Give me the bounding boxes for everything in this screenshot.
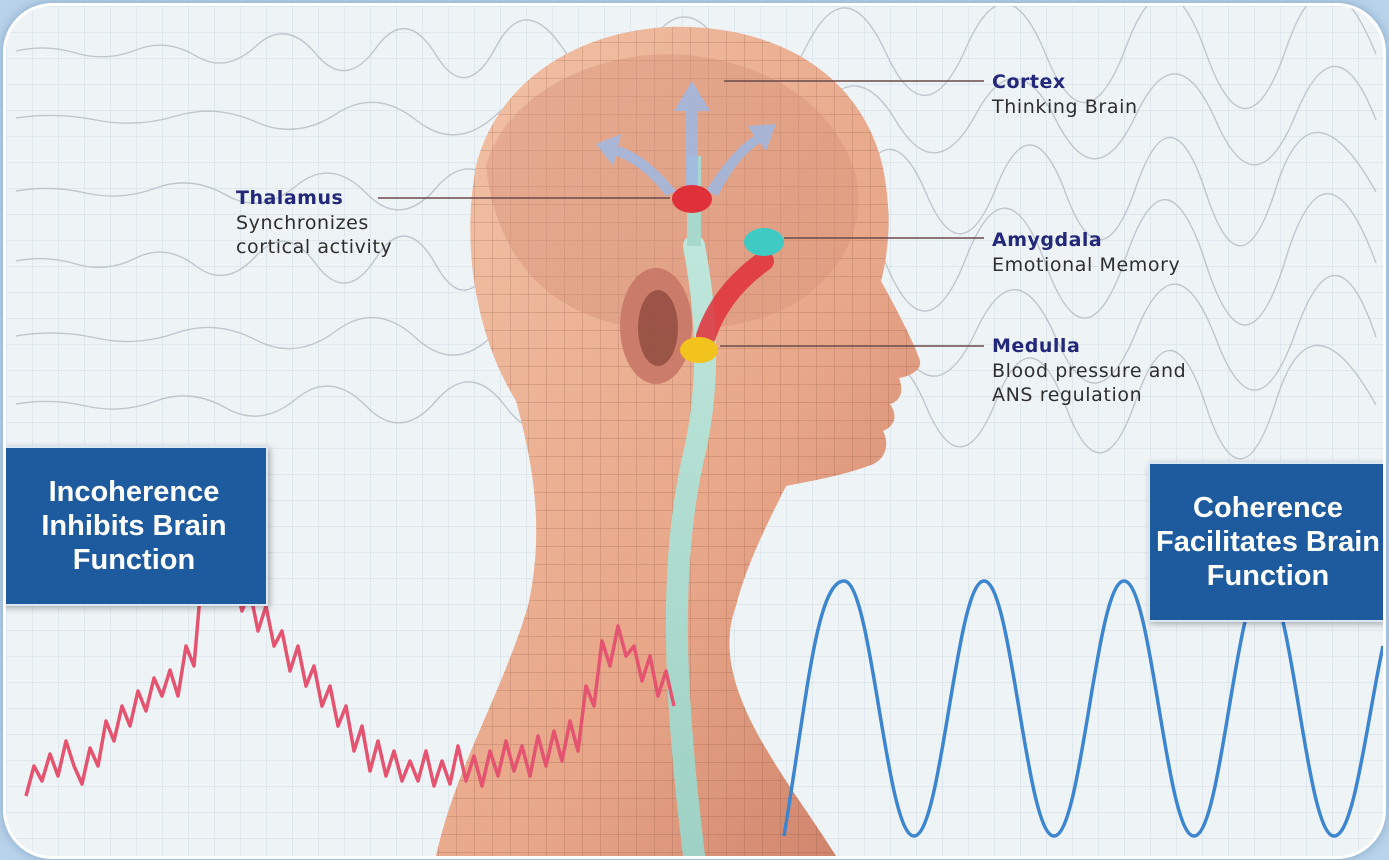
scene	[6, 6, 1383, 856]
amygdala-node	[744, 228, 784, 256]
coherence-callout: Coherence Facilitates Brain Function	[1148, 462, 1383, 622]
cortex-desc: Thinking Brain	[992, 95, 1138, 120]
medulla-desc: Blood pressure and ANS regulation	[992, 359, 1186, 408]
cortex-title: Cortex	[992, 70, 1138, 95]
thalamus-label: Thalamus Synchronizes cortical activity	[236, 186, 392, 260]
medulla-label: Medulla Blood pressure and ANS regulatio…	[992, 334, 1186, 408]
medulla-title: Medulla	[992, 334, 1186, 359]
amygdala-title: Amygdala	[992, 228, 1180, 253]
cortex-label: Cortex Thinking Brain	[992, 70, 1138, 119]
thalamus-node	[672, 185, 712, 213]
amygdala-label: Amygdala Emotional Memory	[992, 228, 1180, 277]
thalamus-desc: Synchronizes cortical activity	[236, 211, 392, 260]
incoherence-callout: Incoherence Inhibits Brain Function	[6, 446, 268, 606]
amygdala-desc: Emotional Memory	[992, 253, 1180, 278]
diagram-frame: Cortex Thinking Brain Thalamus Synchroni…	[6, 6, 1383, 856]
medulla-node	[680, 337, 718, 363]
thalamus-title: Thalamus	[236, 186, 392, 211]
